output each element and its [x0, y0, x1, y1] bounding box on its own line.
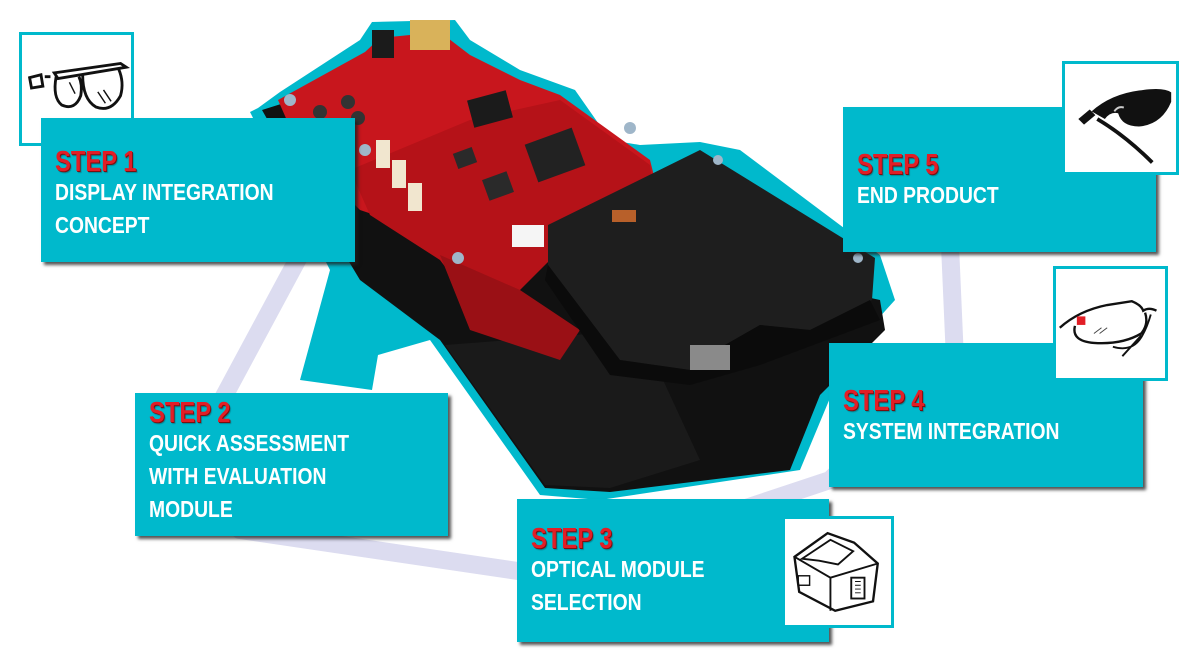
screw	[284, 94, 296, 106]
button	[341, 95, 355, 109]
white-connector	[512, 225, 544, 247]
screw	[853, 253, 863, 263]
step-5-title: STEP 5	[857, 149, 939, 181]
chip	[524, 127, 586, 183]
header-pins	[410, 20, 450, 50]
flex-cable	[612, 210, 636, 222]
chip	[452, 147, 478, 169]
projection-lens	[690, 345, 730, 370]
white-connector	[392, 160, 406, 188]
smart-glasses-product-icon	[1078, 89, 1172, 164]
step-1-title: STEP 1	[55, 146, 137, 178]
screw	[713, 155, 723, 165]
power-jack	[372, 30, 394, 58]
pcb-stack	[440, 255, 580, 360]
step-5-thumbnail	[1062, 61, 1179, 175]
connector	[467, 90, 513, 128]
white-connector	[408, 183, 422, 211]
step-2-box: STEP 2 QUICK ASSESSMENT WITH EVALUATION …	[135, 393, 448, 536]
screw	[452, 252, 464, 264]
step-3-box: STEP 3 OPTICAL MODULE SELECTION	[517, 499, 829, 642]
step-5-description: END PRODUCT	[857, 182, 999, 208]
step-4-description: SYSTEM INTEGRATION	[843, 418, 1060, 444]
chip	[482, 171, 514, 201]
screw	[624, 122, 636, 134]
step-3-title: STEP 3	[531, 523, 613, 555]
step-4-thumbnail	[1053, 266, 1168, 381]
optical-engine-cover	[548, 150, 875, 370]
step-2-description: QUICK ASSESSMENT WITH EVALUATION MODULE	[149, 430, 350, 522]
step-1-box: STEP 1 DISPLAY INTEGRATION CONCEPT	[41, 118, 355, 262]
optical-module-sketch-icon	[793, 531, 880, 613]
button	[313, 105, 327, 119]
step-3-description: OPTICAL MODULE SELECTION	[531, 556, 705, 615]
glasses-sketch-icon	[27, 61, 131, 110]
step-2-title: STEP 2	[149, 397, 231, 429]
display-module-mark	[1076, 316, 1086, 325]
white-connector	[376, 140, 390, 168]
step-4-title: STEP 4	[843, 385, 925, 417]
step-1-description: DISPLAY INTEGRATION CONCEPT	[55, 179, 274, 238]
smart-glasses-sketch-icon	[1058, 300, 1157, 357]
step-3-thumbnail	[782, 516, 894, 628]
screw	[359, 144, 371, 156]
